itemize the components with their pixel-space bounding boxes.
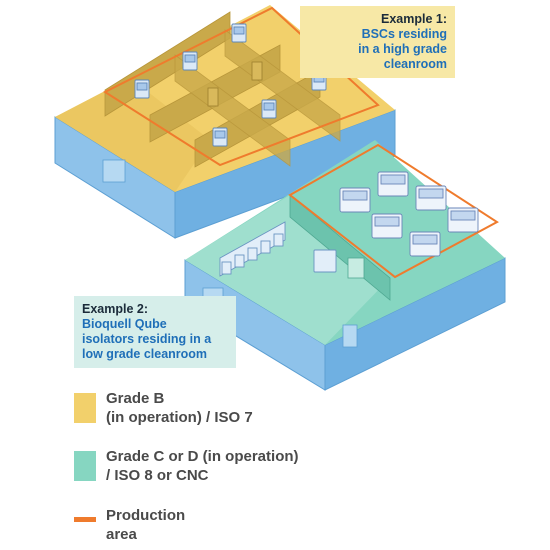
legend-item-grade-b: Grade B (in operation) / ISO 7 (74, 389, 253, 427)
legend-label-grade-c: Grade C or D (in operation) / ISO 8 or C… (106, 448, 299, 484)
callout-1-line: BSCs residing (361, 27, 447, 41)
legend-item-production: Production area (74, 506, 185, 544)
production-area-outline-1 (102, 6, 380, 167)
storage-cabinets (219, 221, 337, 277)
door-icon (207, 87, 219, 107)
callout-2-line: isolators residing in a (82, 332, 212, 346)
callout-1-line: cleanroom (383, 57, 447, 71)
callout-1-line: in a high grade (358, 42, 447, 56)
callout-1-heading: Example 1: (380, 12, 447, 26)
callout-example-1: Example 1: BSCs residing in a high grade… (300, 6, 455, 78)
qube-isolators (339, 171, 479, 257)
callout-2-heading: Example 2: (82, 302, 149, 316)
callout-2-line: low grade cleanroom (82, 347, 208, 361)
production-area-outline-2 (288, 143, 499, 279)
building-1-floor-shade (55, 78, 210, 192)
grade-b-swatch (74, 393, 96, 423)
callout-2-line: Bioquell Qube (82, 317, 167, 331)
building-1-partitions (104, 11, 341, 168)
grade-c-swatch (74, 451, 96, 481)
door-icon (342, 324, 358, 348)
building-2-floor-light (185, 195, 390, 345)
building-grade-c (184, 140, 506, 391)
production-area-swatch (74, 517, 96, 522)
door-icon (251, 61, 263, 81)
legend-label-production: Production area (106, 507, 186, 543)
legend-label-grade-b: Grade B (in operation) / ISO 7 (106, 390, 253, 426)
door-icon (347, 257, 365, 279)
callout-example-2: Example 2: Bioquell Qube isolators resid… (74, 296, 236, 368)
legend-item-grade-c: Grade C or D (in operation) / ISO 8 or C… (74, 447, 299, 485)
door-icon (102, 159, 126, 183)
building-2-partition (289, 194, 391, 301)
